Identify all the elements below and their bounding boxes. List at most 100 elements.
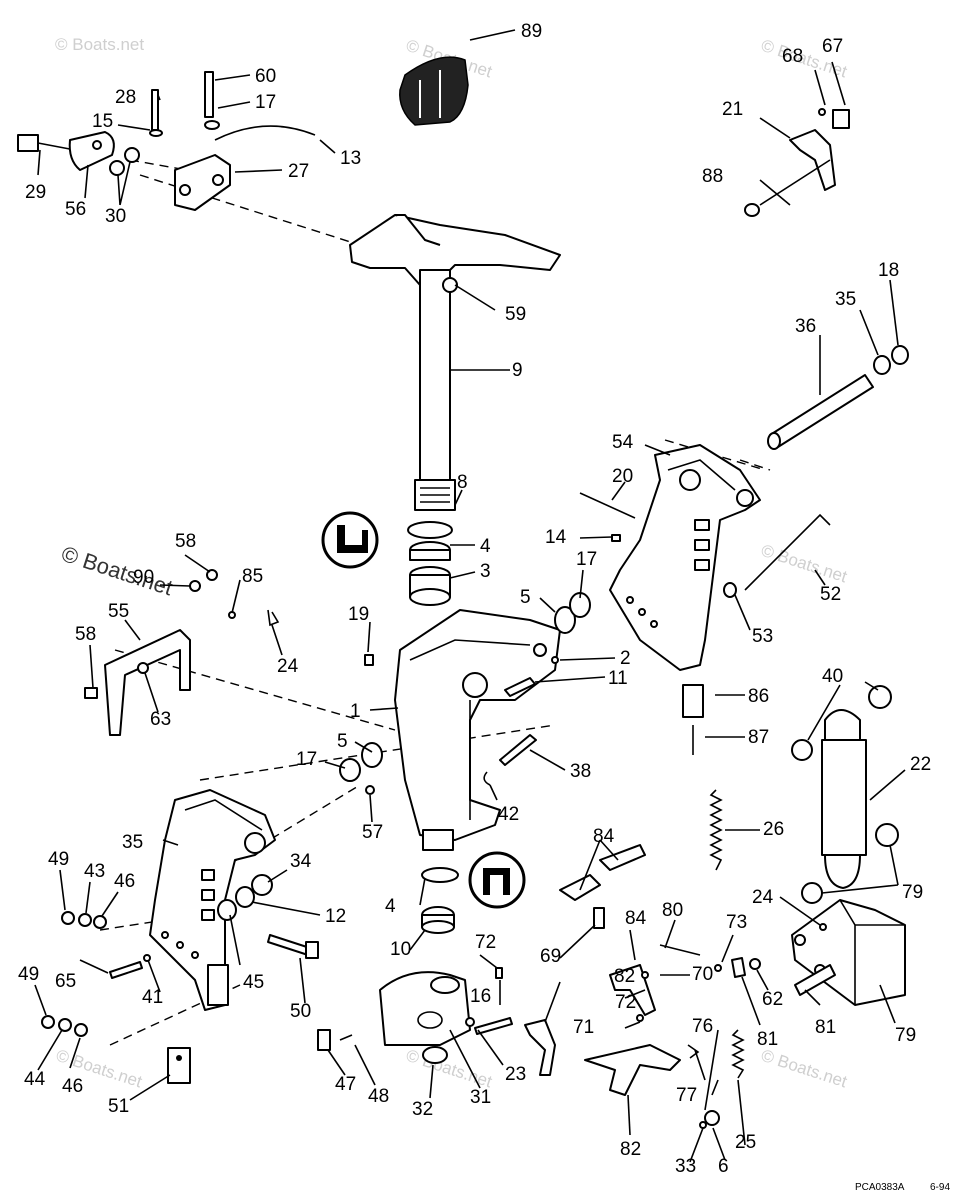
part-68 — [593, 907, 605, 929]
callout-22: 18 — [878, 260, 899, 281]
callout-66: 67 — [822, 36, 843, 57]
part-1-swivel-bracket — [394, 609, 561, 851]
callout-58: 58 — [175, 531, 196, 552]
callout-53: 53 — [752, 626, 773, 647]
part-52-rod — [723, 513, 831, 598]
callout-45: 45 — [243, 972, 264, 993]
callout-86: 90 — [133, 567, 154, 588]
callout-34: 30 — [105, 206, 126, 227]
callout-21: 17 — [255, 92, 276, 113]
callout-33: 29 — [25, 182, 46, 203]
top-right-lever — [744, 108, 850, 217]
part-30-spring — [709, 789, 723, 871]
callout-50: 50 — [290, 1001, 311, 1022]
callout-47: 47 — [335, 1074, 356, 1095]
callout-55: 55 — [108, 601, 129, 622]
lubricant-icon — [468, 851, 526, 909]
callout-84: 85 — [242, 566, 263, 587]
figure-date: 6-94 — [930, 1182, 950, 1193]
bolt-plate-group — [17, 89, 163, 176]
parts-75-77-29 — [687, 1029, 745, 1129]
callout-62: 62 — [762, 989, 783, 1010]
callout-14: 33 — [675, 1156, 696, 1177]
upper-bushings — [407, 521, 453, 606]
watermark: © Boats.net — [404, 1046, 495, 1092]
callout-42: 41 — [142, 987, 163, 1008]
callout-54: 54 — [612, 432, 634, 453]
callout-78: 81 — [815, 1017, 836, 1038]
part-7-steering-shaft — [349, 214, 561, 511]
bushings-washers — [339, 592, 591, 782]
watermark: © Boats.net — [58, 541, 175, 600]
part-36-clamp-bracket — [149, 789, 276, 1011]
callout-70-lower: 71 — [573, 1017, 594, 1038]
callout-5: 5 — [520, 587, 531, 608]
latch-linkage — [524, 944, 701, 1096]
part-38-tilt-tube — [767, 345, 909, 450]
nuts-lower — [41, 1015, 88, 1037]
callout-18: 15 — [92, 111, 113, 132]
callout-46: 46 — [114, 871, 135, 892]
callout-20: 23 — [505, 1064, 526, 1085]
callout-70: 72 — [475, 932, 496, 953]
callout-24: 20 — [612, 466, 633, 487]
callout-79: 82 — [614, 966, 635, 987]
callout-65: 65 — [55, 971, 76, 992]
leader-lines — [34, 29, 906, 1163]
callout-40: 38 — [570, 761, 591, 782]
figure-id: PCA0383A — [855, 1182, 905, 1193]
callout-80: 81 — [757, 1029, 778, 1050]
callout-48: 48 — [368, 1086, 389, 1107]
callout-labels: 89 60 28 17 15 13 27 29 56 30 67 68 21 8… — [18, 21, 931, 1177]
callout-17-lower: 17 — [296, 749, 317, 770]
callout-29: 25 — [735, 1132, 756, 1153]
lubricant-icon — [321, 511, 379, 569]
part-65-bolt — [109, 954, 151, 979]
callout-69: 70 — [692, 964, 713, 985]
callout-2: 2 — [620, 648, 631, 669]
callout-38: 36 — [795, 316, 816, 337]
callout-74: 79 — [895, 1025, 916, 1046]
callout-59: 59 — [505, 304, 526, 325]
callout-68: 69 — [540, 946, 561, 967]
part-74-bracket — [791, 899, 906, 1006]
left-hardware — [217, 874, 273, 921]
part-51-plate — [167, 1047, 191, 1084]
part-54-stern-bracket — [609, 444, 761, 671]
top-bracket-group — [174, 71, 316, 211]
figure-code: PCA0383A 6-94 — [855, 1182, 950, 1193]
callout-76: 80 — [662, 900, 683, 921]
callout-57: 57 — [362, 822, 383, 843]
parts-88-89 — [682, 684, 704, 755]
callout-44-lower: 44 — [24, 1069, 46, 1090]
part-50-bolt — [267, 934, 319, 959]
part-90-cover — [399, 56, 469, 126]
callout-4-lower: 4 — [385, 896, 396, 917]
callout-3: 3 — [480, 561, 491, 582]
parts-72-80-62 — [714, 957, 761, 978]
callout-30: 26 — [763, 819, 784, 840]
callout-19: 16 — [470, 986, 491, 1007]
callout-56: 56 — [65, 199, 86, 220]
callout-12: 31 — [470, 1087, 491, 1108]
callout-36: 35 — [122, 832, 143, 853]
callout-77: 77 — [676, 1085, 697, 1106]
callout-44: 43 — [84, 861, 105, 882]
nuts-upper — [61, 911, 107, 929]
callout-67: 68 — [782, 46, 803, 67]
callout-49-lower: 49 — [18, 964, 39, 985]
callout-88: 86 — [748, 686, 769, 707]
callout-63: 63 — [150, 709, 171, 730]
callout-82: 84 — [593, 826, 615, 847]
callout-58-lower: 58 — [75, 624, 96, 645]
left-rail-group — [84, 569, 280, 736]
callout-60: 60 — [255, 66, 276, 87]
callout-15: 13 — [340, 148, 361, 169]
part-24-link — [579, 492, 636, 542]
callout-52: 52 — [820, 584, 841, 605]
pins-screws — [364, 654, 559, 795]
callout-81: 82 — [620, 1139, 641, 1160]
callout-72: 73 — [726, 912, 747, 933]
callout-85: 84 — [625, 908, 647, 929]
